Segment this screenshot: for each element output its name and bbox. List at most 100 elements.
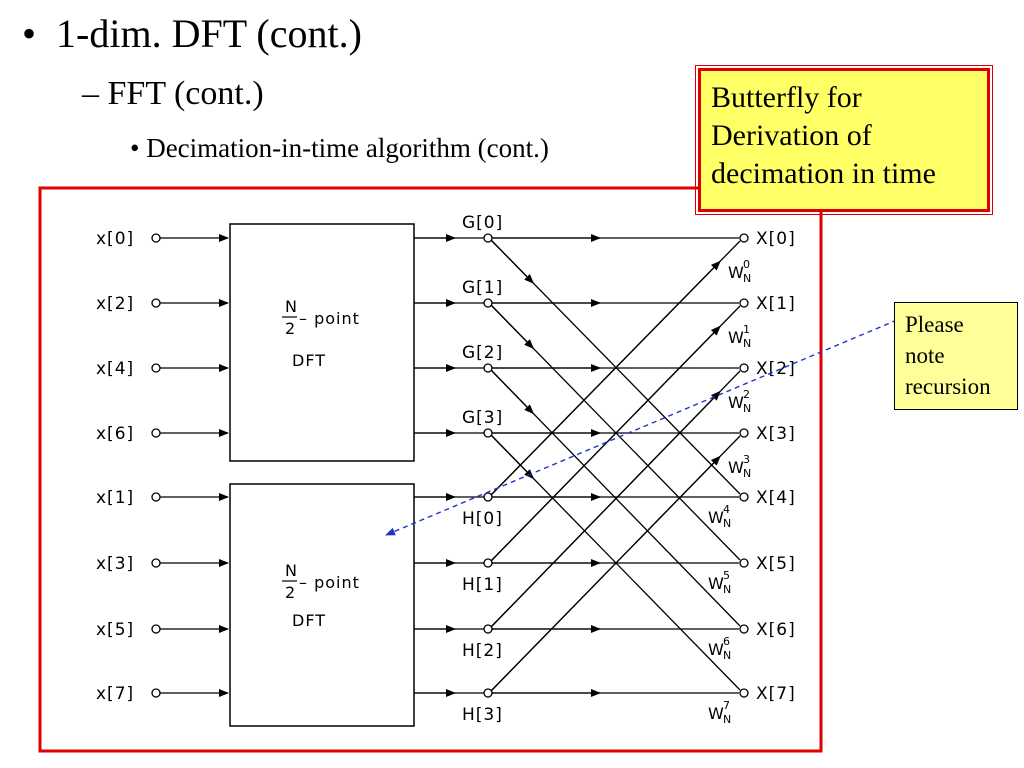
intermediate-node xyxy=(483,233,493,243)
input-label: x[7] xyxy=(96,684,134,704)
input-node xyxy=(151,363,161,373)
butterfly-cross-arrow xyxy=(490,260,721,496)
output-node xyxy=(739,363,749,373)
butterfly-cross-arrow xyxy=(490,325,721,562)
intermediate-node xyxy=(483,428,493,438)
recursion-arrow xyxy=(385,319,898,536)
twiddle-factor: W xyxy=(708,640,724,659)
twiddle-sub: N xyxy=(743,467,751,480)
bullet-marker: • xyxy=(22,11,37,56)
box-bottom-frac-den: 2 xyxy=(285,583,296,602)
callout-butterfly: Butterfly for Derivation of decimation i… xyxy=(695,65,993,215)
output-label: X[7] xyxy=(756,684,796,704)
callout-line: Please xyxy=(905,312,964,337)
box-top-frac-den: 2 xyxy=(285,319,296,338)
diagram-frame xyxy=(38,186,823,753)
box-top-dft: DFT xyxy=(292,351,326,370)
output-node xyxy=(739,428,749,438)
box-bottom-dft: DFT xyxy=(292,611,326,630)
twiddle-factor: W xyxy=(728,263,744,282)
h-label: H[1] xyxy=(462,575,503,595)
output-label: X[6] xyxy=(756,620,796,640)
butterfly-cross-arrow xyxy=(490,369,535,415)
bullet-marker: • xyxy=(130,133,140,163)
input-label: x[4] xyxy=(96,359,134,379)
twiddle-power: 5 xyxy=(723,569,730,582)
intermediate-node xyxy=(483,688,493,698)
g-label: G[1] xyxy=(462,278,503,298)
twiddle-sub: N xyxy=(743,402,751,415)
input-node xyxy=(151,492,161,502)
dft-box-bottom xyxy=(229,483,415,727)
input-label: x[1] xyxy=(96,488,134,508)
twiddle-power: 6 xyxy=(723,635,730,648)
bullet-level1: • 1-dim. DFT (cont.) xyxy=(22,10,362,57)
callout-line: Butterfly for xyxy=(711,81,862,114)
output-node xyxy=(739,688,749,698)
intermediate-node xyxy=(483,363,493,373)
callout-line: Derivation of xyxy=(711,119,872,152)
output-label: X[4] xyxy=(756,488,796,508)
h-label: H[3] xyxy=(462,705,503,725)
twiddle-factor: W xyxy=(728,393,744,412)
callout-line: note xyxy=(905,343,945,368)
twiddle-sub: N xyxy=(723,713,731,726)
box-top-frac-num: N xyxy=(285,297,298,316)
twiddle-power: 4 xyxy=(723,503,730,516)
twiddle-sub: N xyxy=(723,649,731,662)
intermediate-node xyxy=(483,298,493,308)
input-label: x[6] xyxy=(96,424,134,444)
output-label: X[1] xyxy=(756,294,796,314)
heading-decimation: Decimation-in-time algorithm (cont.) xyxy=(146,133,549,163)
output-node xyxy=(739,624,749,634)
heading-fft: FFT (cont.) xyxy=(107,75,264,112)
input-node xyxy=(151,428,161,438)
twiddle-sub: N xyxy=(723,583,731,596)
callout-recursion: Please note recursion xyxy=(894,302,1018,410)
dft-box-top xyxy=(229,223,415,462)
callout-line: recursion xyxy=(905,374,991,399)
input-node xyxy=(151,688,161,698)
output-node xyxy=(739,298,749,308)
h-label: H[0] xyxy=(462,509,503,529)
box-bottom-frac-num: N xyxy=(285,561,298,580)
twiddle-power: 1 xyxy=(743,323,750,336)
heading-1dim-dft: 1-dim. DFT (cont.) xyxy=(56,11,362,56)
g-label: G[3] xyxy=(462,408,503,428)
twiddle-sub: N xyxy=(723,517,731,530)
twiddle-factor: W xyxy=(708,574,724,593)
twiddle-power: 7 xyxy=(723,699,730,712)
output-node xyxy=(739,558,749,568)
callout-line: decimation in time xyxy=(711,157,936,190)
input-node xyxy=(151,624,161,634)
twiddle-power: 2 xyxy=(743,388,750,401)
input-label: x[0] xyxy=(96,229,134,249)
output-node xyxy=(739,233,749,243)
input-label: x[2] xyxy=(96,294,134,314)
output-label: X[2] xyxy=(756,359,796,379)
twiddle-sub: N xyxy=(743,337,751,350)
butterfly-cross-arrow xyxy=(490,390,721,628)
input-label: x[5] xyxy=(96,620,134,640)
input-node xyxy=(151,233,161,243)
intermediate-node xyxy=(483,492,493,502)
output-label: X[5] xyxy=(756,554,796,574)
box-top-point: – point xyxy=(299,309,360,328)
twiddle-sub: N xyxy=(743,272,751,285)
intermediate-node xyxy=(483,624,493,634)
butterfly-cross-arrow xyxy=(490,239,535,284)
g-label: G[2] xyxy=(462,343,503,363)
bullet-level2: – FFT (cont.) xyxy=(82,75,264,113)
dash-marker: – xyxy=(82,75,99,112)
twiddle-power: 3 xyxy=(743,453,750,466)
input-label: x[3] xyxy=(96,554,134,574)
input-node xyxy=(151,298,161,308)
g-label: G[0] xyxy=(462,213,503,233)
butterfly-cross-arrow xyxy=(490,304,535,350)
butterfly-cross-arrow xyxy=(490,455,721,692)
twiddle-factor: W xyxy=(708,508,724,527)
input-node xyxy=(151,558,161,568)
output-label: X[3] xyxy=(756,424,796,444)
h-label: H[2] xyxy=(462,641,503,661)
